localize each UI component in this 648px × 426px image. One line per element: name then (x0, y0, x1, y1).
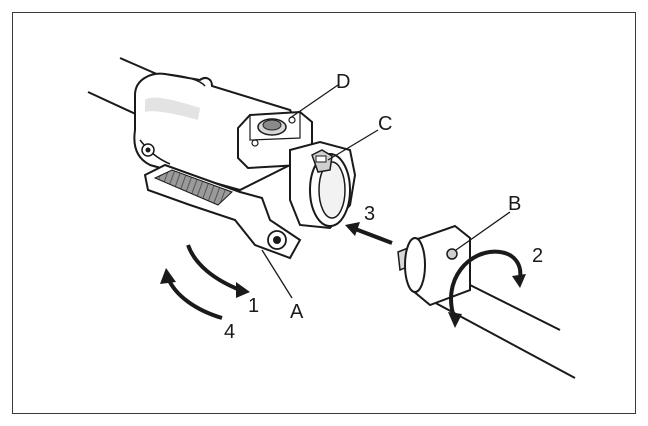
arrow-3-head (345, 222, 360, 236)
label-2: 2 (532, 245, 543, 267)
leader-d (289, 84, 339, 119)
label-4: 4 (224, 321, 235, 343)
label-a: A (290, 301, 304, 323)
leader-a (261, 249, 293, 299)
arrow-1-head (236, 282, 250, 298)
arrow-1 (186, 244, 241, 292)
label-3: 3 (364, 203, 375, 225)
label-d: D (336, 71, 350, 93)
label-b: B (508, 193, 521, 215)
lever-a (143, 163, 302, 260)
leader-c (327, 129, 379, 161)
arrow-4 (166, 277, 223, 320)
insert-shaft (397, 224, 576, 379)
arrow-2-head-bottom (448, 312, 462, 328)
arrow-2 (449, 249, 523, 321)
upper-shaft-line-bottom (87, 91, 141, 117)
leader-b (455, 211, 511, 251)
button-housing (237, 110, 313, 170)
arrow-4-head (160, 268, 176, 284)
label-c: C (378, 113, 392, 135)
label-1: 1 (248, 295, 259, 317)
arrow-2-head-top (512, 274, 526, 288)
socket (289, 140, 357, 230)
